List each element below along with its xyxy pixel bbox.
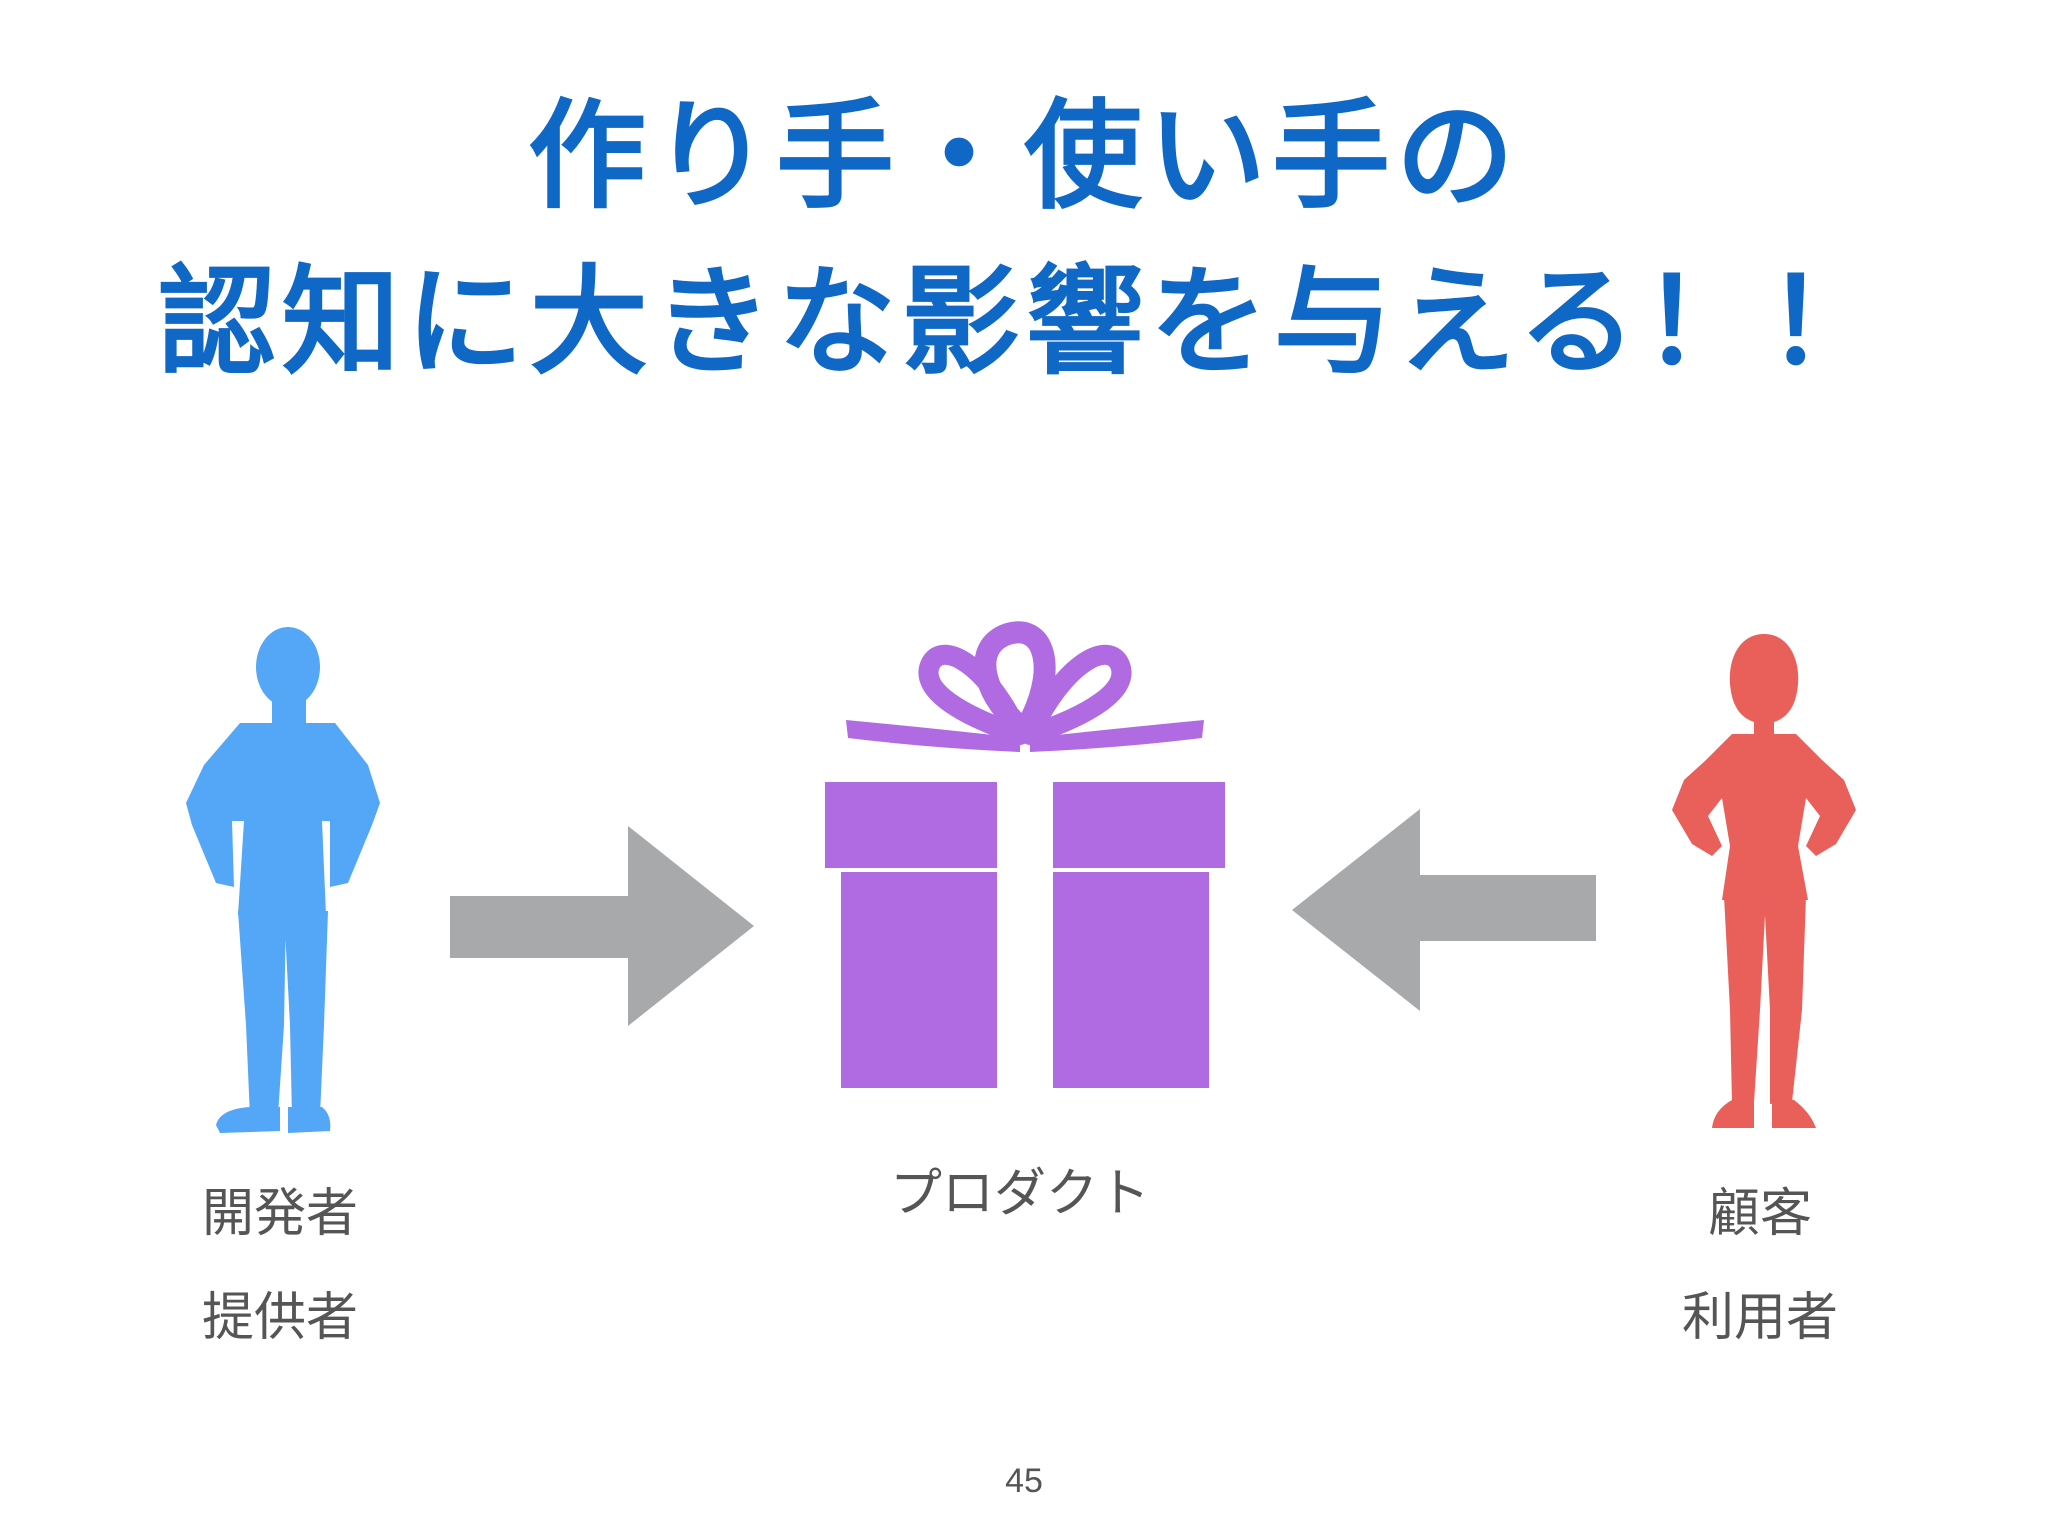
user-label: 利用者 bbox=[1681, 1288, 1838, 1348]
customer-figure-icon bbox=[1672, 634, 1856, 1128]
developer-figure-icon bbox=[186, 627, 380, 1133]
slide-title-line-1: 作り手・使い手の bbox=[527, 87, 1520, 225]
page-number: 45 bbox=[1005, 1462, 1043, 1500]
slide-title-line-2: 認知に大きな影響を与える！！ bbox=[157, 253, 1891, 391]
gift-box-icon bbox=[825, 621, 1225, 1088]
arrow-right-icon bbox=[450, 826, 754, 1026]
arrow-left-icon bbox=[1292, 809, 1596, 1011]
product-label: プロダクト bbox=[889, 1164, 1150, 1224]
developer-label: 開発者 bbox=[201, 1184, 358, 1244]
provider-label: 提供者 bbox=[201, 1288, 358, 1348]
customer-label: 顧客 bbox=[1707, 1184, 1812, 1244]
